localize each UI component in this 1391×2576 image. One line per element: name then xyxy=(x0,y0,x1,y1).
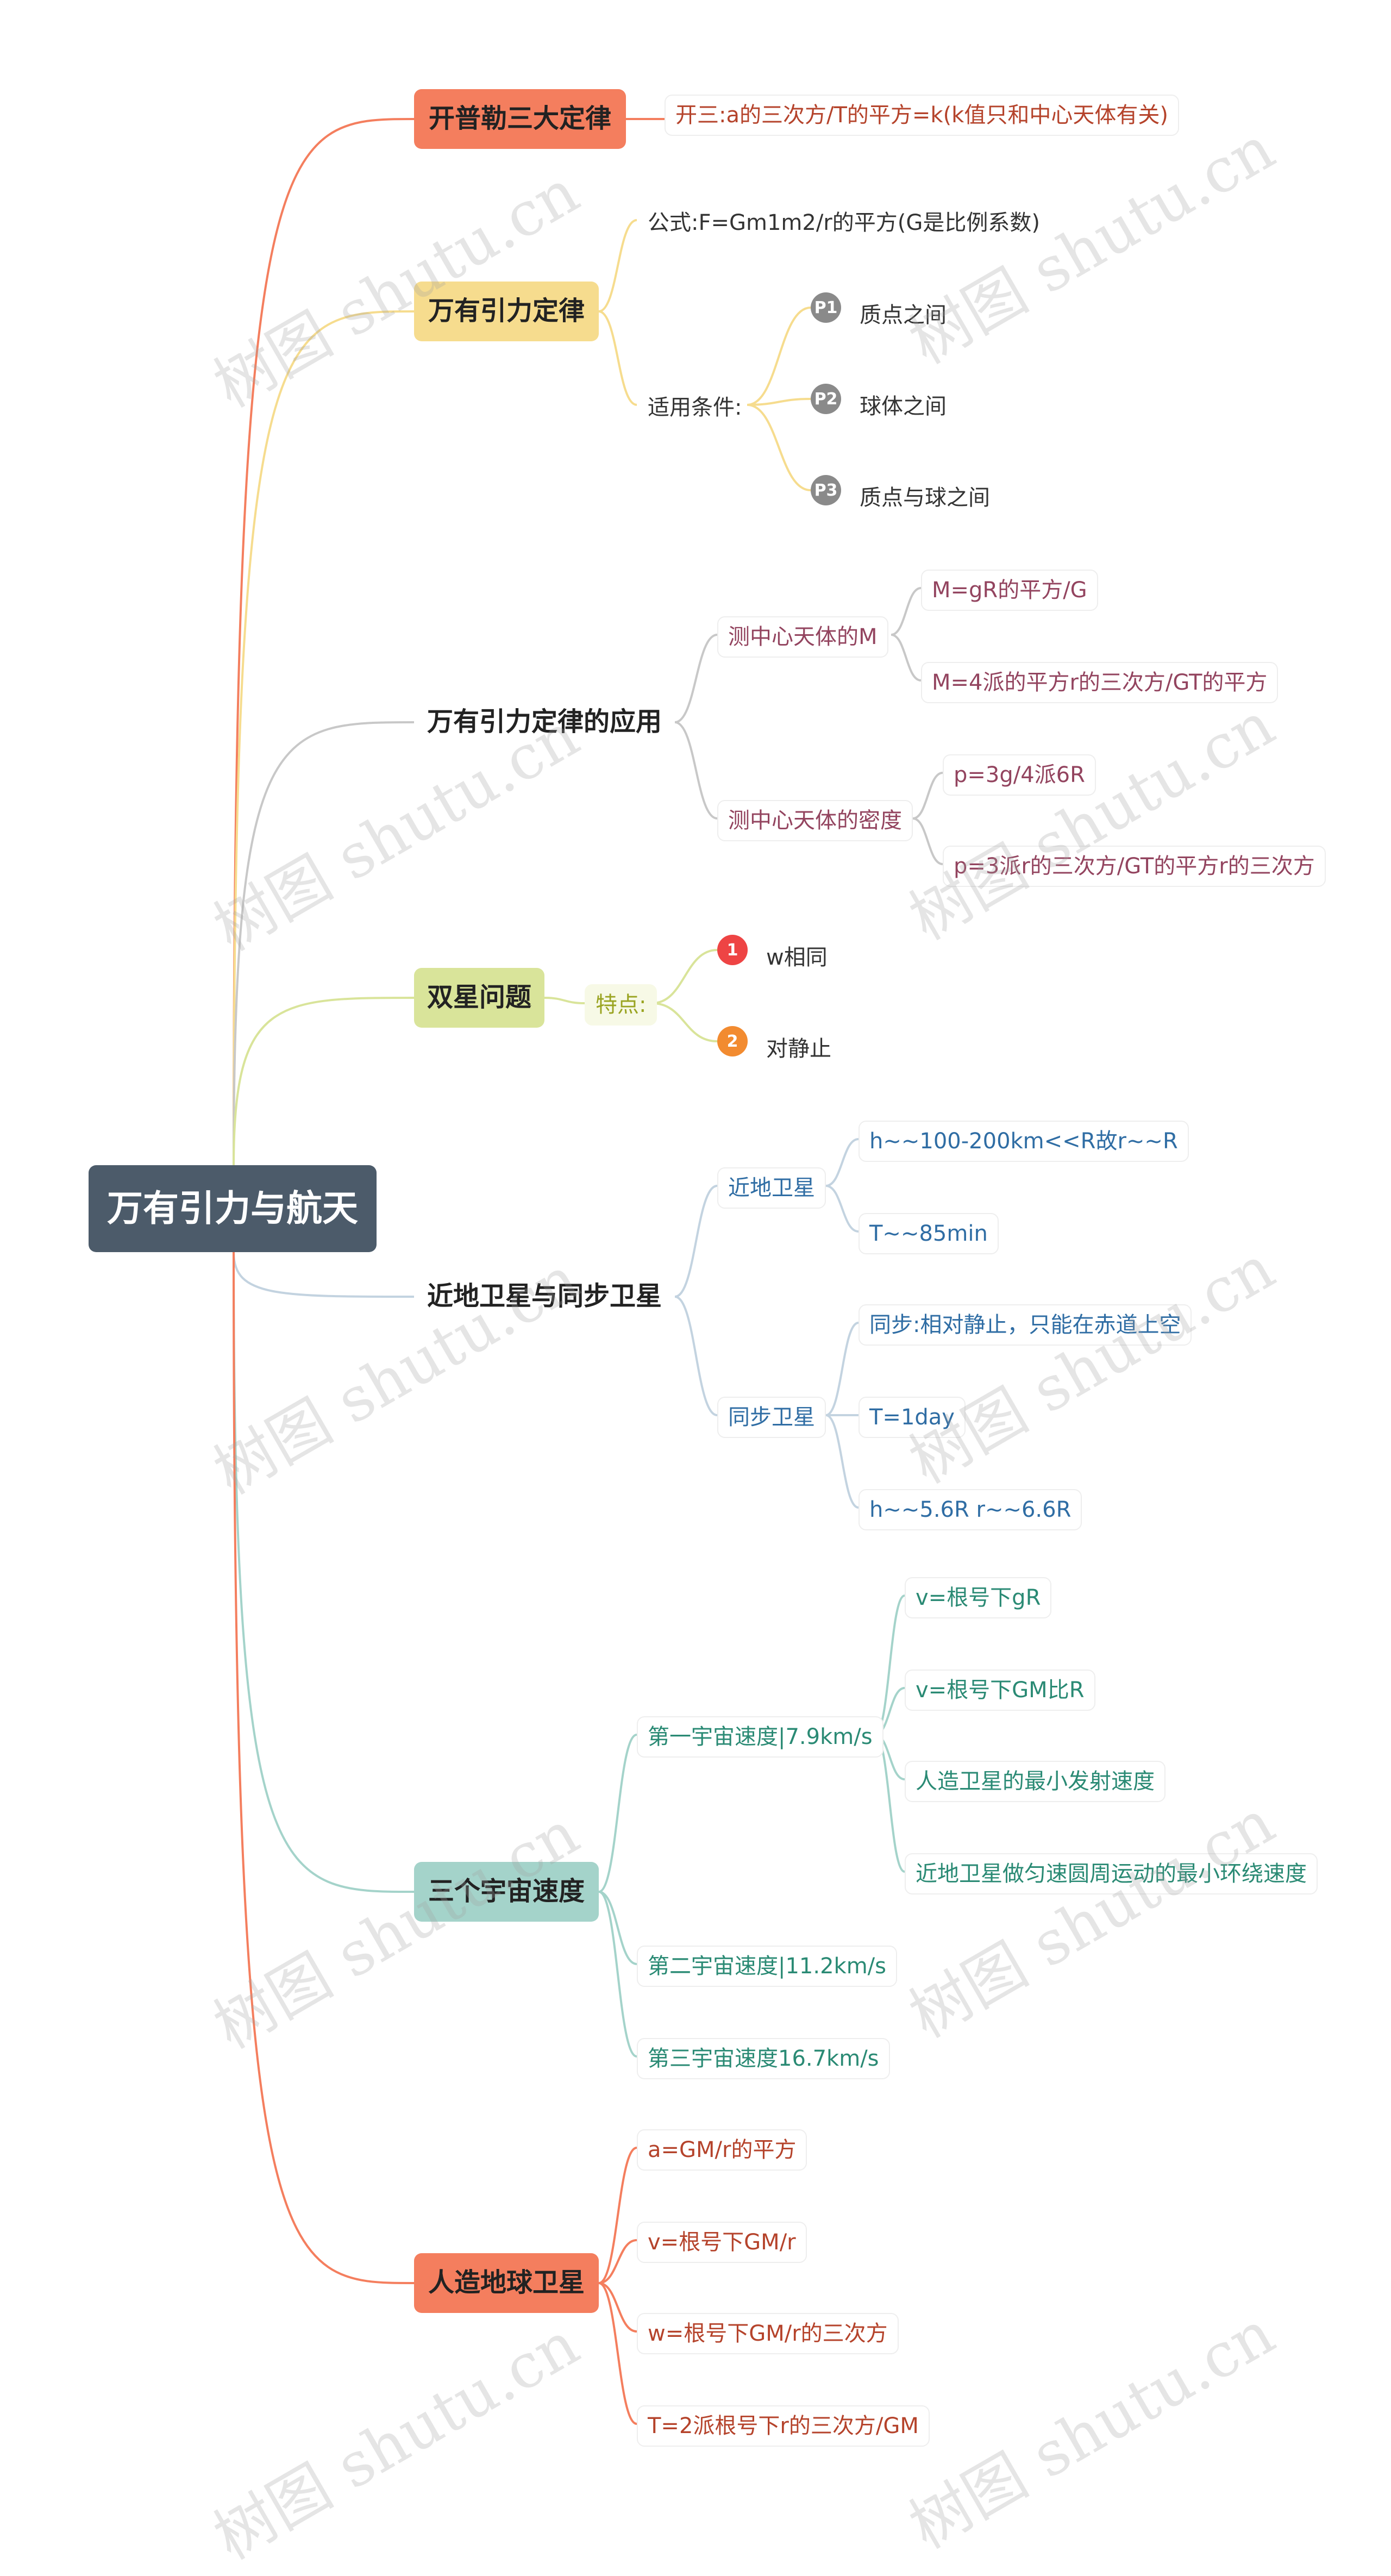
condition-point-1[interactable]: 质点之间 xyxy=(860,303,947,328)
feature-link xyxy=(651,949,718,1004)
binary-feature[interactable]: 特点: xyxy=(585,984,657,1026)
artificial-period[interactable]: T=2派根号下r的三次方/GM xyxy=(637,2405,930,2447)
sync-period[interactable]: T=1day xyxy=(859,1397,966,1438)
artificial-angular-velocity[interactable]: w=根号下GM/r的三次方 xyxy=(637,2313,899,2354)
p3-badge-icon: P3 xyxy=(811,475,841,505)
mass-formula-1[interactable]: M=gR的平方/G xyxy=(921,570,1098,611)
artificial-link xyxy=(598,2282,637,2333)
first-velocity-item-2[interactable]: v=根号下GM比R xyxy=(905,1670,1095,1711)
satellites-link xyxy=(674,1296,718,1416)
sync-relative-still[interactable]: 同步:相对静止，只能在赤道上空 xyxy=(859,1304,1192,1346)
sync-link xyxy=(825,1322,859,1416)
mass-link xyxy=(891,587,922,636)
topic-artificial[interactable]: 人造地球卫星 xyxy=(414,2253,599,2313)
near-link xyxy=(825,1138,859,1187)
third-cosmic-velocity[interactable]: 第三宇宙速度16.7km/s xyxy=(637,2038,890,2079)
root-to-cosmic-link xyxy=(233,1252,415,1893)
gravity-link xyxy=(598,310,637,406)
first-velocity-item-4[interactable]: 近地卫星做匀速圆周运动的最小环绕速度 xyxy=(905,1853,1318,1895)
root-to-gravity-link xyxy=(233,310,415,1166)
condition-link xyxy=(747,398,811,406)
density-link xyxy=(912,817,943,865)
satellites-link xyxy=(674,1185,718,1298)
number-1-badge-icon: 1 xyxy=(717,935,748,965)
topic-binary[interactable]: 双星问题 xyxy=(414,968,544,1028)
topic-kepler[interactable]: 开普勒三大定律 xyxy=(414,89,626,149)
measure-density[interactable]: 测中心天体的密度 xyxy=(717,800,913,841)
binary-link xyxy=(544,997,585,1004)
root-to-application-link xyxy=(233,721,415,1166)
application-link xyxy=(674,721,718,820)
condition-point-2[interactable]: 球体之间 xyxy=(860,394,947,419)
artificial-link xyxy=(598,2239,637,2284)
root-to-binary-link xyxy=(233,997,415,1166)
near-link xyxy=(825,1185,859,1233)
cosmic-link xyxy=(598,1734,637,1893)
feature-link xyxy=(651,1002,718,1042)
root-to-artificial-link xyxy=(233,1252,415,2284)
density-formula-1[interactable]: p=3g/4派6R xyxy=(943,754,1096,796)
condition-link xyxy=(747,307,811,406)
mass-formula-2[interactable]: M=4派的平方r的三次方/GT的平方 xyxy=(921,662,1279,703)
near-height[interactable]: h~~100-200km<<R故r~~R xyxy=(859,1121,1189,1162)
gravity-formula[interactable]: 公式:F=Gm1m2/r的平方(G是比例系数) xyxy=(648,210,1040,235)
sync-link xyxy=(825,1414,859,1509)
second-cosmic-velocity[interactable]: 第二宇宙速度|11.2km/s xyxy=(637,1946,897,1987)
near-earth-satellite[interactable]: 近地卫星 xyxy=(717,1167,826,1209)
condition-point-3[interactable]: 质点与球之间 xyxy=(860,485,990,510)
root-to-kepler-link xyxy=(233,118,415,1166)
density-formula-2[interactable]: p=3派r的三次方/GT的平方r的三次方 xyxy=(943,846,1326,887)
root-to-satellites-link xyxy=(233,1252,415,1298)
mass-link xyxy=(891,634,922,681)
first-cosmic-velocity[interactable]: 第一宇宙速度|7.9km/s xyxy=(637,1716,884,1758)
binary-point-1[interactable]: w相同 xyxy=(766,945,828,970)
topic-satellites[interactable]: 近地卫星与同步卫星 xyxy=(427,1281,662,1312)
artificial-link xyxy=(598,2282,637,2425)
density-link xyxy=(912,772,943,820)
sync-height[interactable]: h~~5.6R r~~6.6R xyxy=(859,1489,1082,1530)
cosmic-link xyxy=(598,1891,637,1965)
kepler-third-law[interactable]: 开三:a的三次方/T的平方=k(k值只和中心天体有关) xyxy=(665,95,1179,136)
number-2-badge-icon: 2 xyxy=(717,1026,748,1056)
p1-badge-icon: P1 xyxy=(811,292,841,323)
gravity-link xyxy=(598,219,637,312)
near-period[interactable]: T~~85min xyxy=(859,1213,999,1254)
first-velocity-item-3[interactable]: 人造卫星的最小发射速度 xyxy=(905,1761,1166,1802)
cosmic-link xyxy=(598,1891,637,2058)
sync-satellite[interactable]: 同步卫星 xyxy=(717,1397,826,1438)
topic-application[interactable]: 万有引力定律的应用 xyxy=(427,706,662,737)
artificial-link xyxy=(598,2147,637,2284)
first-velocity-item-1[interactable]: v=根号下gR xyxy=(905,1577,1052,1618)
root-topic[interactable]: 万有引力与航天 xyxy=(89,1165,377,1252)
artificial-velocity[interactable]: v=根号下GM/r xyxy=(637,2222,807,2263)
topic-cosmic[interactable]: 三个宇宙速度 xyxy=(414,1862,599,1922)
condition-link xyxy=(747,404,811,491)
topic-gravity[interactable]: 万有引力定律 xyxy=(414,282,599,341)
gravity-condition[interactable]: 适用条件: xyxy=(648,395,742,420)
application-link xyxy=(674,634,718,723)
binary-point-2[interactable]: 对静止 xyxy=(766,1036,831,1061)
p2-badge-icon: P2 xyxy=(811,384,841,414)
measure-mass[interactable]: 测中心天体的M xyxy=(717,616,888,658)
artificial-acceleration[interactable]: a=GM/r的平方 xyxy=(637,2129,807,2171)
